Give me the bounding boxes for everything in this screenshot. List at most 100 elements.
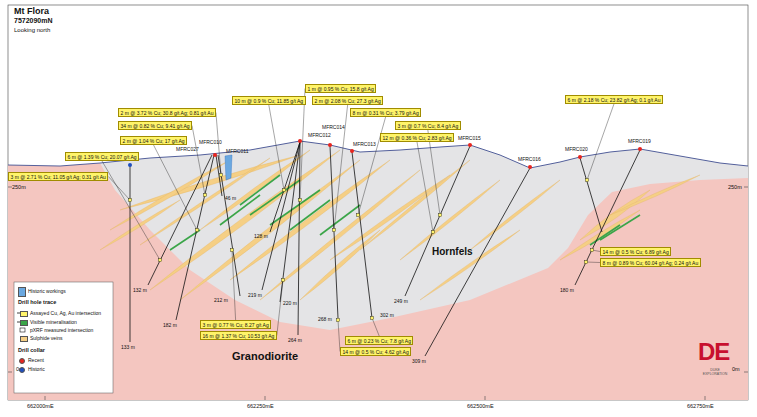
hole-id: MFRC012 [308, 132, 331, 138]
leader-line [417, 142, 433, 232]
sulphide-vein [580, 190, 650, 240]
sulphide-vein [300, 230, 380, 300]
tick [705, 396, 706, 400]
assay-intersection [158, 258, 161, 261]
assay-intersection [282, 188, 285, 191]
easting-label: 662000mE [27, 403, 54, 409]
hole-id: MFRC013 [353, 141, 376, 147]
intersection-callout: 14 m @ 0.5 % Cu; 4.62 g/t Ag [340, 347, 411, 356]
assay-intersection [332, 228, 335, 231]
rock-unit: Granodiorite [232, 350, 298, 362]
intersection-callout: 12 m @ 0.36 % Cu; 2.83 g/t Ag [380, 133, 454, 142]
hole-depth: 133 m [121, 344, 135, 350]
leader-line [372, 318, 379, 336]
axis-ticks [8, 187, 748, 400]
hole-depth: 264 m [288, 337, 302, 343]
rock-unit: Hornfels [432, 246, 473, 257]
sulphide-vein [420, 230, 520, 300]
easting-label: 662250mE [247, 403, 274, 409]
legend-text: Sulphide veins [30, 335, 63, 341]
intersection-callout: 6 m @ 0.23 % Cu; 7.8 g/t Ag [345, 336, 413, 345]
easting-label: 662500mE [467, 403, 494, 409]
leader-line [102, 161, 160, 260]
drill-hole [218, 155, 240, 296]
leader-line [587, 104, 614, 180]
sulphide-vein [120, 155, 300, 210]
leader-line [277, 280, 283, 336]
collar-recent [350, 149, 354, 153]
visible-mineralisation [290, 200, 330, 230]
drill-hole [405, 146, 470, 296]
drill-hole [425, 168, 530, 356]
intersection-callout: 6 m @ 2.18 % Cu; 23.82 g/t Ag; 0.1 g/t A… [565, 95, 663, 104]
leader-line [269, 105, 284, 190]
legend-swatch [18, 287, 26, 297]
assay-intersection [585, 178, 588, 181]
hole-id: MFRC014 [322, 124, 345, 130]
visible-mineralisation [600, 215, 640, 240]
callout-text: 6 m @ 2.18 % Cu; 23.82 g/t Ag; 0.1 g/t A… [568, 97, 661, 103]
callout-text: 14 m @ 0.5 % Cu; 4.62 g/t Ag [343, 349, 409, 355]
sulphide-vein [470, 180, 560, 250]
sulphide-veins [100, 150, 700, 300]
collar-recent [578, 155, 582, 159]
assay-intersection [356, 213, 359, 216]
intersection-callout: 14 m @ 0.5 % Cu; 6.89 g/t Ag [600, 247, 671, 256]
callout-text: 3 m @ 0.77 % Cu; 8.27 g/t Ag [203, 322, 269, 328]
legend-swatch [20, 336, 28, 342]
collar-recent [468, 143, 472, 147]
assay-intersection [590, 248, 593, 251]
assay-intersection [195, 228, 198, 231]
elevation-label: 0m [732, 366, 740, 372]
leader-line [108, 177, 130, 201]
hole-id: MFRC019 [628, 138, 651, 144]
logo-text: DUKE EXPLORATION [700, 368, 730, 376]
visible-mineralisation [170, 230, 200, 250]
tick [8, 372, 12, 373]
legend-text: Historic workings [28, 288, 66, 294]
intersection-callout: 3 m @ 2.71 % Cu; 11.05 g/t Ag; 0.31 g/t … [8, 172, 108, 181]
assay-intersection [336, 318, 339, 321]
topography [8, 141, 748, 168]
legend-text: pXRF measured intersection [30, 327, 93, 333]
visible-mineralisation [320, 205, 360, 235]
collar-recent [328, 143, 332, 147]
visible-mineralisation [220, 195, 260, 225]
granodiorite-unit [8, 141, 748, 400]
assay-intersection [281, 278, 284, 281]
historic-workings [225, 155, 232, 180]
drill-hole [148, 155, 212, 285]
tick [485, 396, 486, 400]
callout-text: 8 m @ 0.31 % Cu; 3.79 g/t Ag [353, 110, 419, 116]
drill-holes [130, 142, 640, 356]
intersection-callout: 8 m @ 0.89 % Cu; 60.04 g/t Ag; 0.24 g/t … [600, 258, 701, 267]
collars [128, 139, 642, 169]
hole-depth: 249 m [394, 298, 408, 304]
collar-historic [128, 163, 132, 167]
sulphide-vein [610, 175, 700, 215]
frame [8, 5, 748, 400]
drill-hole [298, 142, 300, 335]
hole-depth: 46 m [225, 195, 236, 201]
hole-id: MFRC020 [565, 146, 588, 152]
hole-depth: 212 m [214, 297, 228, 303]
legend-heading: Drill hole trace [18, 299, 56, 305]
visible-mineralisation [240, 175, 280, 205]
assay-intersection [128, 198, 131, 201]
legend-box [14, 282, 113, 393]
collar-recent [528, 165, 532, 169]
hole-depth: 132 m [133, 287, 147, 293]
assay-intersection [219, 173, 222, 176]
legend-swatch [19, 358, 25, 364]
hornfels-unit [100, 141, 748, 330]
section-subtitle: Looking north [14, 27, 50, 33]
hole-depth: 182 m [163, 322, 177, 328]
leader-line [154, 145, 197, 230]
callout-text: 14 m @ 0.5 % Cu; 6.89 g/t Ag [603, 249, 669, 255]
hole-depth: 309 m [412, 358, 426, 364]
intersection-callout: 16 m @ 1.37 % Cu; 10.53 g/t Ag [200, 331, 277, 340]
tick [8, 187, 12, 188]
legend-text: Recent [28, 357, 44, 363]
legend-text: Historic [28, 366, 45, 372]
